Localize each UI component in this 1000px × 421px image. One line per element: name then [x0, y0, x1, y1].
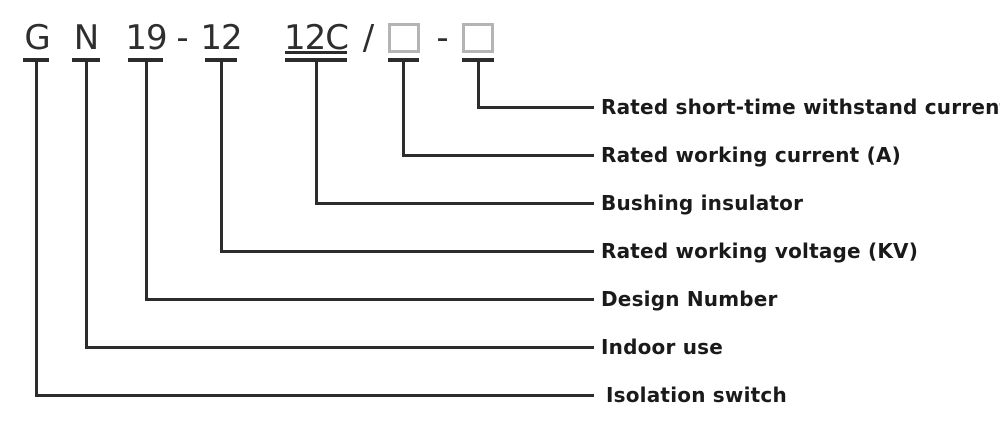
label-isolation-switch: Isolation switch: [606, 383, 787, 407]
placeholder-box-working-current: [388, 23, 420, 53]
underline-bushing-text: [285, 51, 347, 54]
leader-stem-indoor: [84, 60, 88, 349]
leader-stem-series: [34, 60, 38, 397]
leader-line-voltage: [219, 250, 594, 253]
code-separator-1: -: [176, 18, 188, 58]
leader-stem-bushing: [314, 60, 318, 205]
leader-stem-design-number: [144, 60, 148, 301]
label-working-voltage: Rated working voltage (KV): [601, 239, 919, 263]
leader-stem-voltage: [219, 60, 223, 253]
leader-line-indoor: [84, 346, 594, 349]
label-indoor-use: Indoor use: [601, 335, 724, 359]
leader-stem-box-2: [476, 60, 480, 109]
leader-line-working-current: [401, 154, 594, 157]
code-series-letter: G: [24, 18, 50, 58]
code-slash: /: [362, 18, 375, 58]
label-withstand-current: Rated short-time withstand current (KA): [601, 95, 1000, 119]
leader-stem-box-1: [401, 60, 405, 157]
label-design-number: Design Number: [601, 287, 778, 311]
leader-line-design-number: [144, 298, 594, 301]
leader-line-bushing: [314, 202, 594, 205]
code-design-number: 19: [125, 18, 167, 58]
code-bushing: 12C: [283, 18, 349, 58]
label-working-current: Rated working current (A): [601, 143, 901, 167]
code-separator-2: -: [436, 18, 448, 58]
code-indoor-letter: N: [73, 18, 99, 58]
leader-line-isolation-switch: [34, 394, 594, 397]
placeholder-box-withstand-current: [462, 23, 494, 53]
label-bushing-insulator: Bushing insulator: [601, 191, 804, 215]
leader-line-withstand-current: [476, 106, 594, 109]
code-rated-voltage: 12: [200, 18, 242, 58]
